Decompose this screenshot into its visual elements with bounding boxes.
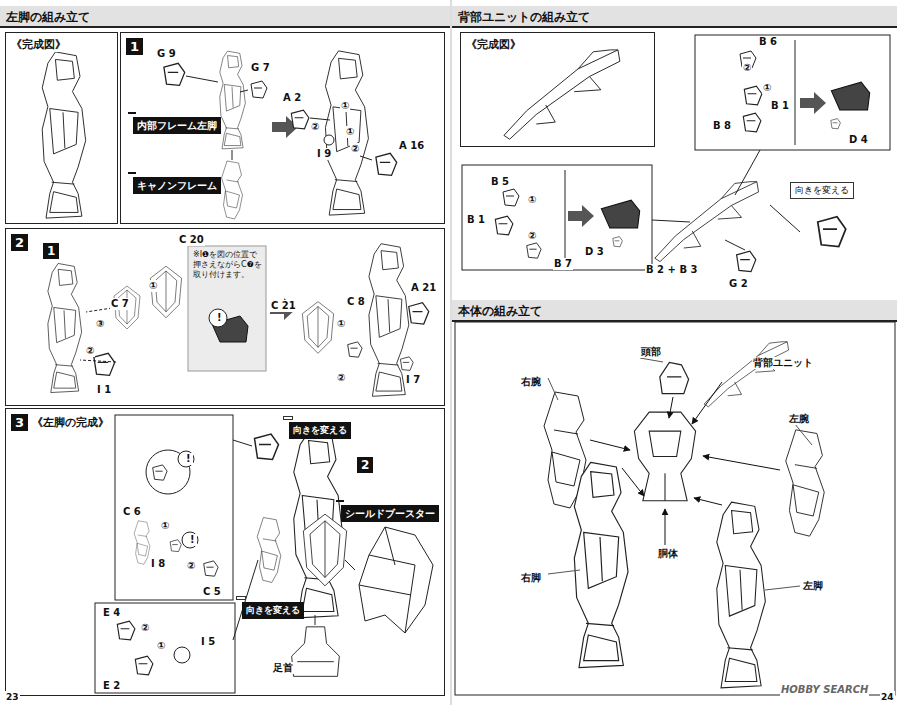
- part-label: 胴体: [657, 548, 679, 560]
- part-label: A 2: [282, 92, 302, 104]
- node-text: 向きを変える: [289, 422, 351, 439]
- node-text: 《左脚の完成》: [32, 415, 109, 430]
- part-label: C 5: [202, 586, 222, 598]
- step-panel: 1内部フレーム左脚キャノンフレーム: [120, 32, 445, 224]
- part-label: ①: [527, 194, 537, 206]
- part-label: 右腕: [520, 376, 542, 388]
- node-text: 1: [126, 38, 143, 55]
- part-label: C 6: [122, 506, 142, 518]
- page-number: 23: [5, 691, 20, 703]
- caution-mark: !: [184, 453, 193, 465]
- node-text: 2: [11, 234, 28, 251]
- finished-view-panel: 《完成図》: [5, 32, 118, 224]
- part-name-tag: シールドブースター: [336, 500, 344, 502]
- part-label: ①: [762, 82, 772, 94]
- part-label: 右脚: [520, 572, 542, 584]
- part-label: B 6: [758, 36, 778, 48]
- node-text: 向きを変える: [795, 184, 849, 197]
- section-heading: 左脚の組み立て: [6, 9, 90, 26]
- part-label: B 1: [770, 100, 790, 112]
- part-label: I 9: [316, 148, 332, 160]
- section-bar: 背部ユニットの組み立て: [452, 6, 897, 28]
- part-label: 背部ユニット: [752, 357, 814, 369]
- caution-mark: !: [215, 312, 224, 324]
- assembly-note: ※I❶を図の位置で押さえながらC❼を取り付けます。: [192, 250, 264, 280]
- part-label: E 4: [102, 607, 121, 619]
- part-label: B 8: [712, 120, 732, 132]
- part-label: C 7: [110, 298, 130, 310]
- part-label: 頭部: [640, 346, 662, 358]
- part-label: 左脚: [802, 580, 824, 592]
- part-label: G 2: [728, 278, 749, 290]
- part-label: ②: [350, 143, 360, 155]
- direction-note: 向きを変える: [790, 182, 854, 199]
- part-label: ①: [340, 100, 350, 112]
- part-label: C 21: [270, 300, 297, 312]
- node-text: キャノンフレーム: [133, 177, 221, 194]
- section-bar: 左脚の組み立て: [0, 6, 450, 28]
- part-label: B 7: [553, 258, 573, 270]
- part-label: 左腕: [788, 413, 810, 425]
- part-label: G 9: [156, 48, 177, 60]
- part-label: ①: [345, 126, 355, 138]
- part-label: I 5: [200, 636, 216, 648]
- direction-note: 向きを変える: [236, 596, 246, 600]
- step-panel: 3《左脚の完成》向きを変える2シールドブースター向きを変える: [5, 408, 445, 696]
- part-label: ③: [95, 318, 105, 330]
- part-label: B 5: [490, 176, 510, 188]
- node-text: シールドブースター: [341, 505, 439, 522]
- part-label: 足首: [272, 662, 294, 674]
- part-label: ②: [742, 62, 752, 74]
- part-name-tag: 内部フレーム左脚: [128, 112, 136, 114]
- finished-view-panel: 《完成図》: [460, 32, 655, 147]
- part-label: ①: [160, 520, 170, 532]
- node-text: 3: [11, 414, 28, 431]
- part-label: ①: [336, 318, 346, 330]
- part-label: ②: [85, 345, 95, 357]
- node-text: 《完成図》: [11, 37, 66, 52]
- part-label: A 16: [398, 140, 425, 152]
- direction-note: 向きを変える: [283, 416, 293, 420]
- part-label: ②: [186, 560, 196, 572]
- part-label: ②: [527, 230, 537, 242]
- part-label: B 1: [466, 214, 486, 226]
- section-bar: 本体の組み立て: [452, 300, 897, 322]
- part-label: D 3: [584, 246, 605, 258]
- part-label: A 21: [410, 282, 437, 294]
- caution-mark: !: [188, 534, 197, 546]
- part-label: C 8: [346, 296, 366, 308]
- node-text: 向きを変える: [242, 602, 304, 619]
- part-label: ①: [156, 640, 166, 652]
- page-number: 24: [880, 691, 895, 703]
- part-label: C 20: [178, 234, 205, 246]
- section-heading: 背部ユニットの組み立て: [458, 9, 590, 26]
- part-label: G 7: [250, 62, 271, 74]
- section-heading: 本体の組み立て: [458, 303, 542, 320]
- part-label: ②: [140, 622, 150, 634]
- part-name-tag: キャノンフレーム: [128, 172, 136, 174]
- node-text: 1: [43, 243, 59, 259]
- part-label: ①: [148, 280, 158, 292]
- part-label: I 1: [96, 384, 112, 396]
- node-text: 《完成図》: [466, 37, 521, 52]
- part-label: D 4: [848, 134, 869, 146]
- node-text: 内部フレーム左脚: [133, 117, 221, 134]
- part-label: I 8: [150, 558, 166, 570]
- part-label: ②: [310, 121, 320, 133]
- part-label: ②: [336, 372, 346, 384]
- part-label: I 7: [405, 374, 421, 386]
- part-label: B 2 + B 3: [645, 264, 698, 276]
- watermark: HOBBY SEARCH: [780, 684, 869, 696]
- node-text: 2: [357, 457, 373, 473]
- part-label: E 2: [102, 680, 121, 692]
